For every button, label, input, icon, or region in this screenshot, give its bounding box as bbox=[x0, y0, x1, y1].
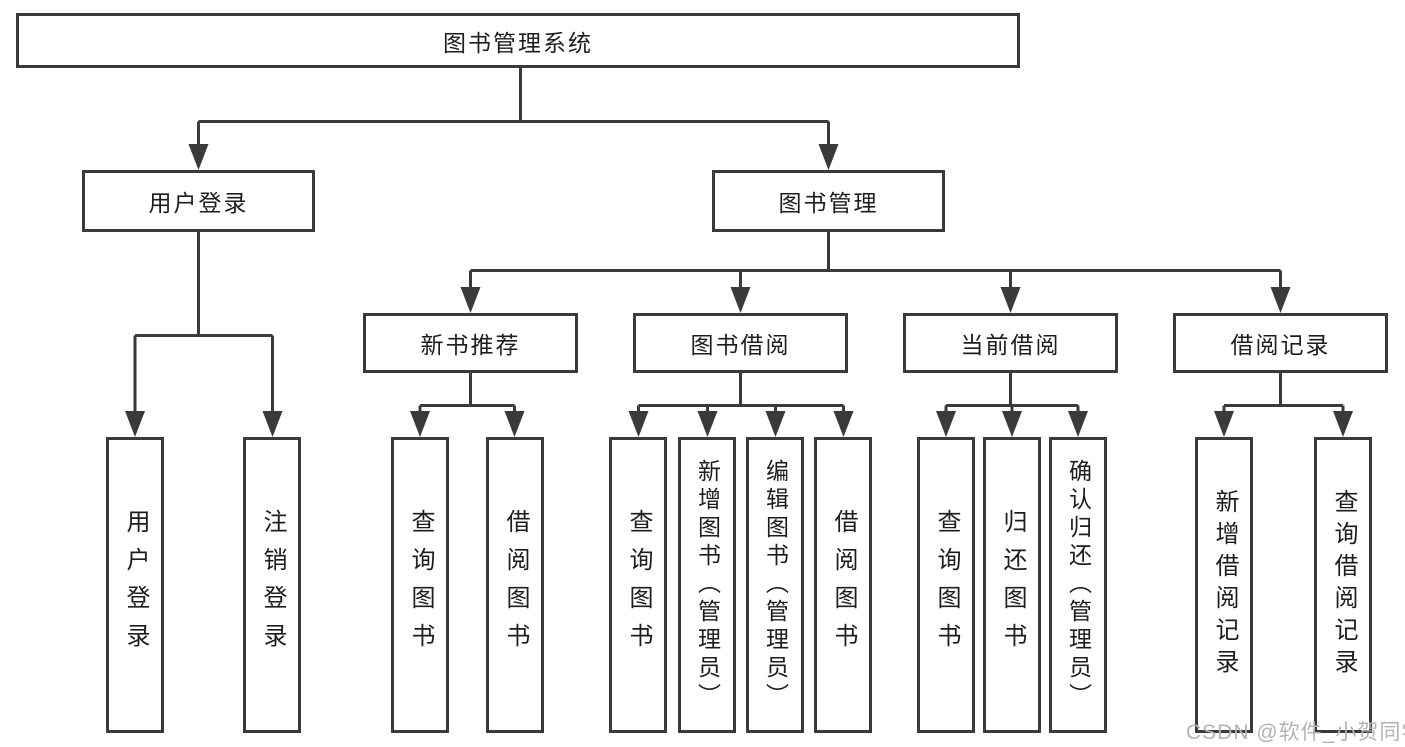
arrowheads-book-borrowing-branch bbox=[628, 411, 854, 437]
connector-new-book-branch bbox=[418, 373, 516, 413]
node-book-borrowing: 图书借阅 bbox=[633, 313, 848, 373]
leaf-user-login-label: 用户登录 bbox=[122, 509, 149, 661]
leaf-query-books-borrowing-label: 查询图书 bbox=[625, 509, 652, 661]
node-book-borrowing-label: 图书借阅 bbox=[690, 332, 791, 358]
node-book-management-system-label: 图书管理系统 bbox=[443, 29, 593, 56]
connector-book-borrowing-branch bbox=[637, 373, 845, 413]
node-user-login: 用户登录 bbox=[82, 170, 315, 232]
node-current-borrowing: 当前借阅 bbox=[903, 313, 1118, 373]
arrowheads-borrowing-records-branch bbox=[1214, 411, 1353, 437]
arrowheads-current-borrowing-branch bbox=[936, 411, 1088, 437]
leaf-query-books-recommendation-label: 查询图书 bbox=[407, 509, 434, 661]
leaf-return-books: 归还图书 bbox=[983, 437, 1041, 733]
leaf-borrow-books: 借阅图书 bbox=[814, 437, 872, 733]
connector-borrowing-records-branch bbox=[1222, 373, 1345, 413]
leaf-query-borrow-record-label: 查询借阅记录 bbox=[1330, 489, 1357, 681]
leaf-add-books-admin-label: 新增图书（管理员） bbox=[694, 459, 721, 711]
leaf-borrow-books-recommendation-label: 借阅图书 bbox=[502, 509, 529, 661]
leaf-add-books-admin: 新增图书（管理员） bbox=[678, 437, 736, 733]
node-borrowing-records: 借阅记录 bbox=[1173, 313, 1388, 373]
leaf-confirm-return-admin: 确认归还（管理员） bbox=[1049, 437, 1107, 733]
node-book-management-system: 图书管理系统 bbox=[16, 13, 1020, 68]
leaf-query-books-borrowing: 查询图书 bbox=[609, 437, 667, 733]
leaf-return-books-label: 归还图书 bbox=[999, 509, 1026, 661]
leaf-query-borrow-record: 查询借阅记录 bbox=[1314, 437, 1372, 733]
node-borrowing-records-label: 借阅记录 bbox=[1230, 332, 1331, 358]
leaf-query-books-current: 查询图书 bbox=[917, 437, 975, 733]
leaf-add-borrow-record-label: 新增借阅记录 bbox=[1211, 489, 1238, 681]
arrowheads-new-book-branch bbox=[410, 411, 525, 437]
arrowheads-user-login-branch bbox=[125, 411, 283, 437]
node-new-book-recommendation: 新书推荐 bbox=[363, 313, 578, 373]
csdn-watermark: CSDN @软件_小贺同学 bbox=[1186, 721, 1405, 744]
connector-current-borrowing-branch bbox=[944, 373, 1080, 413]
leaf-user-login: 用户登录 bbox=[106, 437, 164, 733]
leaf-borrow-books-recommendation: 借阅图书 bbox=[486, 437, 544, 733]
node-current-borrowing-label: 当前借阅 bbox=[960, 332, 1061, 358]
leaf-edit-books-admin-label: 编辑图书（管理员） bbox=[762, 459, 789, 711]
leaf-logout: 注销登录 bbox=[243, 437, 301, 733]
node-new-book-recommendation-label: 新书推荐 bbox=[420, 332, 521, 358]
leaf-logout-label: 注销登录 bbox=[259, 509, 286, 661]
connector-user-login-branch bbox=[133, 232, 274, 413]
node-user-login-label: 用户登录 bbox=[148, 190, 249, 216]
leaf-edit-books-admin: 编辑图书（管理员） bbox=[746, 437, 804, 733]
leaf-confirm-return-admin-label: 确认归还（管理员） bbox=[1065, 459, 1092, 711]
leaf-query-books-current-label: 查询图书 bbox=[933, 509, 960, 661]
node-book-management-label: 图书管理 bbox=[778, 190, 879, 216]
leaf-query-books-recommendation: 查询图书 bbox=[391, 437, 449, 733]
node-book-management: 图书管理 bbox=[712, 170, 945, 232]
arrowheads-level3 bbox=[460, 287, 1291, 313]
connector-book-management-to-level3 bbox=[469, 232, 1282, 289]
connector-root-to-level2 bbox=[197, 68, 830, 146]
arrowheads-level2 bbox=[188, 144, 839, 170]
leaf-add-borrow-record: 新增借阅记录 bbox=[1195, 437, 1253, 733]
leaf-borrow-books-label: 借阅图书 bbox=[830, 509, 857, 661]
